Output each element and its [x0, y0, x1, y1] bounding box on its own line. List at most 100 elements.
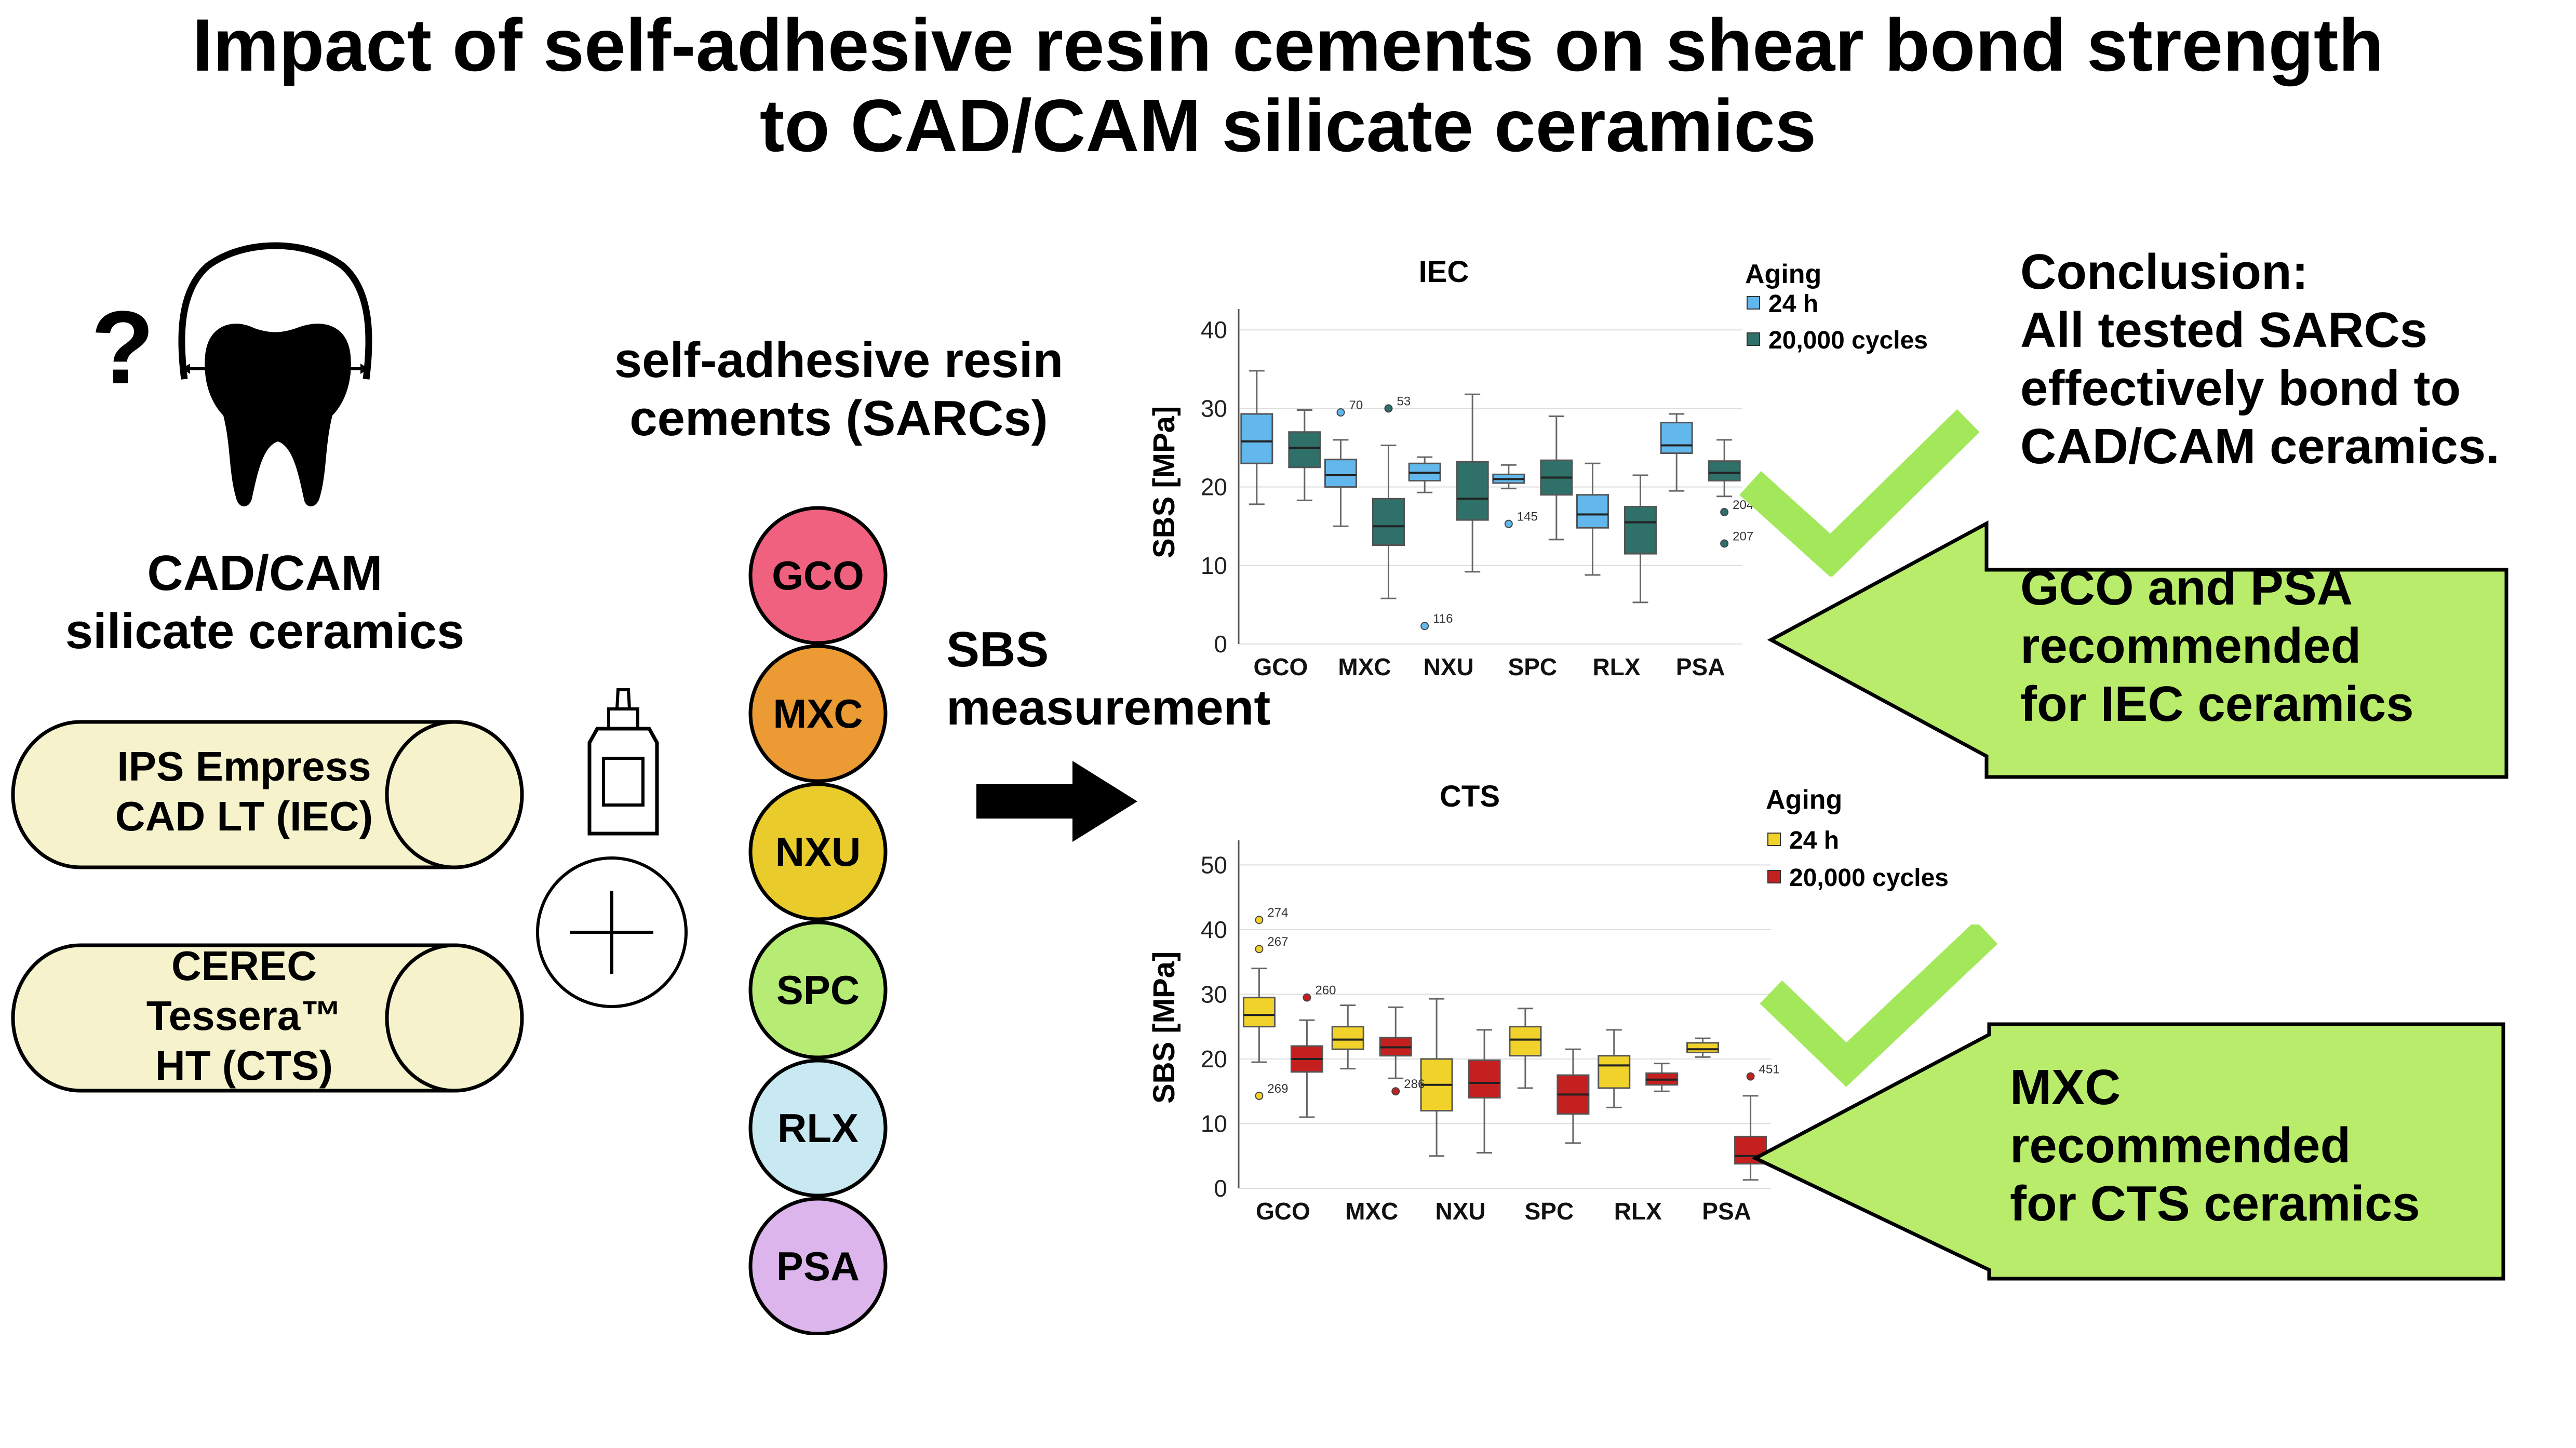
- cement-circle-nxu: [748, 782, 888, 921]
- box-mxc-aged: [1379, 1006, 1412, 1079]
- sarcs-heading-line-1: self-adhesive resin: [614, 332, 1064, 388]
- ceramics-heading: CAD/CAM silicate ceramics: [31, 544, 499, 661]
- green-arrow-shape: [1767, 520, 2508, 779]
- x-tick-label: SPC: [1525, 1198, 1574, 1225]
- cement-circle-mxc: [748, 644, 888, 783]
- measurement-line-2: measurement: [946, 680, 1271, 735]
- cement-label-gco: GCO: [772, 553, 864, 598]
- title-line-1: Impact of self-adhesive resin cements on…: [192, 4, 2384, 87]
- label-line: CAD LT (IEC): [115, 793, 373, 839]
- outlier-label: 260: [1315, 984, 1336, 998]
- legend-title: Aging: [1745, 259, 1822, 289]
- outlier-label: 267: [1267, 935, 1288, 949]
- conclusion-text: Conclusion: All tested SARCs effectively…: [2020, 243, 2500, 476]
- legend-label-24h: 24 h: [1789, 827, 1840, 854]
- rec-line-1: MXC: [2010, 1060, 2121, 1115]
- rec-line-3: for CTS ceramics: [2010, 1176, 2420, 1231]
- outlier-point: [1255, 916, 1264, 924]
- y-tick-label: 40: [1201, 316, 1227, 343]
- recommendation-text: GCO and PSA recommended for IEC ceramics: [2020, 559, 2414, 733]
- outlier-label: 116: [1433, 612, 1453, 626]
- iqr-box: [1456, 461, 1489, 521]
- iqr-box: [1598, 1055, 1631, 1089]
- y-tick-label: 40: [1201, 916, 1227, 943]
- legend-swatch-24h: [1747, 296, 1760, 310]
- question-mark: ?: [91, 290, 155, 406]
- box-spc-aged: [1540, 415, 1573, 541]
- outlier-label: 286: [1404, 1077, 1425, 1091]
- chart-title: IEC: [1418, 255, 1469, 289]
- box-nxu-aged: [1468, 1029, 1501, 1154]
- iqr-box: [1288, 431, 1321, 468]
- box-mxc-aged: [1372, 444, 1405, 599]
- rec-line-2: recommended: [2010, 1118, 2351, 1173]
- cement-circle-gco: [748, 506, 888, 645]
- x-tick-label: GCO: [1253, 653, 1308, 680]
- box-nxu-aged: [1456, 393, 1489, 573]
- y-tick-label: 30: [1201, 395, 1227, 422]
- iqr-box: [1324, 459, 1357, 488]
- outlier-point: [1420, 622, 1429, 631]
- legend-swatch-aged: [1767, 870, 1781, 883]
- x-tick-label: SPC: [1508, 653, 1558, 680]
- box-gco-24h: [1242, 968, 1276, 1063]
- measurement-line-1: SBS: [946, 622, 1049, 677]
- cement-label-spc: SPC: [776, 967, 860, 1013]
- label-line: HT (CTS): [155, 1042, 333, 1089]
- x-tick-label: RLX: [1614, 1198, 1662, 1225]
- legend-title: Aging: [1766, 785, 1843, 815]
- outlier-point: [1303, 993, 1311, 1002]
- rec-line-3: for IEC ceramics: [2020, 676, 2414, 732]
- recommendation-cts: MXC recommended for CTS ceramics: [1740, 1018, 2508, 1288]
- outlier-label: 269: [1267, 1082, 1288, 1096]
- iqr-box: [1660, 422, 1693, 454]
- outlier-point: [1384, 404, 1393, 413]
- cement-label-rlx: RLX: [777, 1105, 858, 1151]
- x-tick-label: NXU: [1435, 1198, 1486, 1225]
- outlier-label: 53: [1397, 394, 1411, 408]
- black-arrow-icon: [976, 761, 1143, 844]
- plus-icon: [534, 854, 690, 1010]
- rec-line-1: GCO and PSA: [2020, 560, 2353, 615]
- outlier-point: [1255, 945, 1264, 954]
- conclusion-line-2: All tested SARCs: [2020, 302, 2428, 358]
- legend-label-24h: 24 h: [1768, 290, 1819, 318]
- recommendation-iec: GCO and PSA recommended for IEC ceramics: [1755, 519, 2514, 789]
- cement-bottle-icon: [571, 686, 675, 841]
- ceramics-heading-line-1: CAD/CAM: [147, 545, 383, 601]
- x-tick-label: GCO: [1256, 1198, 1310, 1225]
- checkmark-icon-cts: [1750, 920, 2000, 1091]
- box-nxu-24h: [1408, 456, 1441, 493]
- y-tick-label: 0: [1214, 1175, 1227, 1202]
- iqr-box: [1576, 494, 1609, 529]
- x-tick-label: PSA: [1702, 1198, 1751, 1225]
- iqr-box: [1468, 1059, 1501, 1099]
- box-gco-24h: [1240, 370, 1273, 505]
- conclusion-line-1: Conclusion:: [2020, 244, 2309, 300]
- outlier-point: [1391, 1087, 1400, 1096]
- label-line: IPS Empress: [117, 743, 371, 789]
- outlier-point: [1746, 1072, 1755, 1081]
- y-tick-label: 10: [1201, 552, 1227, 579]
- x-tick-label: MXC: [1345, 1198, 1398, 1225]
- iqr-box: [1331, 1026, 1364, 1050]
- ceramic-label-iec: IPS Empress CAD LT (IEC): [52, 742, 436, 841]
- legend-label-aged: 20,000 cycles: [1768, 327, 1928, 354]
- tooth-illustration: [88, 229, 462, 519]
- iqr-box: [1708, 460, 1741, 482]
- cement-label-mxc: MXC: [773, 691, 863, 736]
- box-rlx-24h: [1598, 1029, 1631, 1108]
- legend-swatch-24h: [1767, 833, 1781, 846]
- box-mxc-24h: [1324, 439, 1357, 527]
- right-arrowhead-out: [360, 364, 369, 374]
- legend-label-aged: 20,000 cycles: [1789, 864, 1949, 892]
- y-tick-label: 50: [1201, 851, 1227, 878]
- ceramic-label-cts: CEREC Tessera™ HT (CTS): [52, 941, 436, 1091]
- y-tick-label: 0: [1214, 631, 1227, 658]
- box-rlx-aged: [1624, 474, 1657, 604]
- box-rlx-24h: [1576, 462, 1609, 576]
